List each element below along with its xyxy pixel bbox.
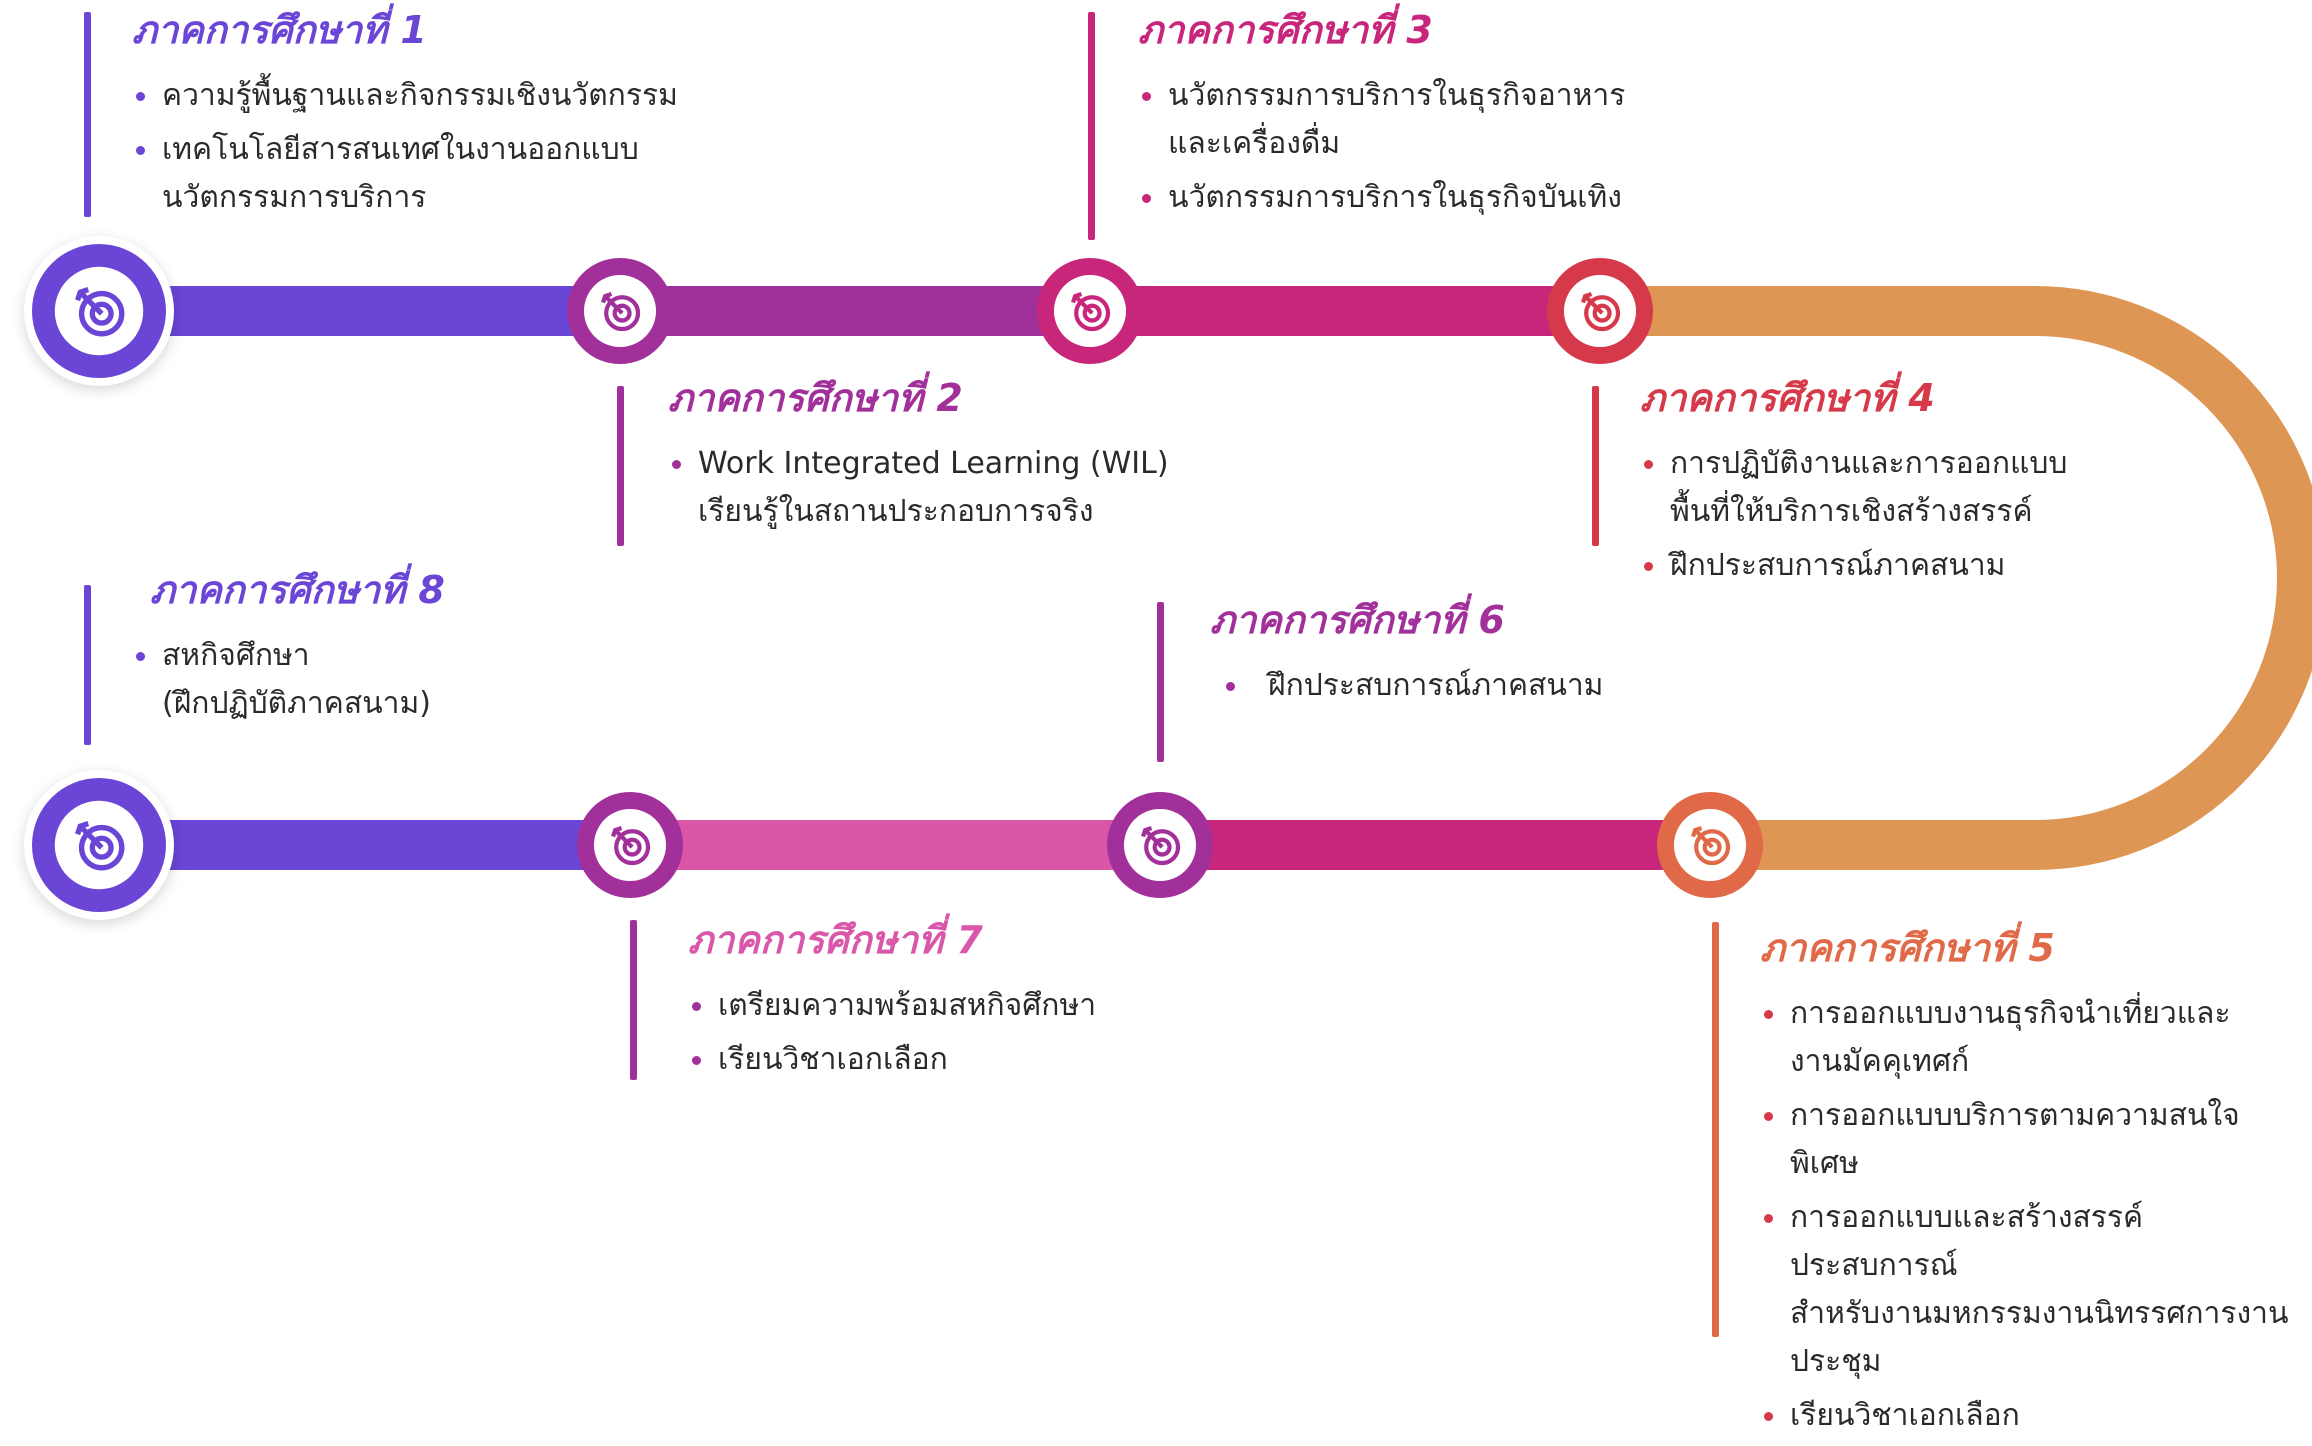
semester-6-list: ฝึกประสบการณ์ภาคสนาม bbox=[1210, 662, 1750, 710]
bullet-dot bbox=[136, 91, 145, 101]
list-item: Work Integrated Learning (WIL) เรียนรู้ใ… bbox=[668, 440, 1228, 536]
road-segment-3 bbox=[1090, 286, 1600, 336]
semester-3-block: ภาคการศึกษาที่ 3 นวัตกรรมการบริการในธุรก… bbox=[1138, 8, 1698, 228]
bullet-dot bbox=[1764, 1411, 1773, 1421]
bullet-dot bbox=[692, 1055, 701, 1065]
semester-1-list: ความรู้พื้นฐานและกิจกรรมเชิงนวัตกรรม เทค… bbox=[132, 72, 732, 222]
connector-line-4 bbox=[1592, 386, 1599, 546]
bullet-dot bbox=[1142, 193, 1151, 203]
road-segment-5 bbox=[1160, 820, 1710, 870]
semester-6-title: ภาคการศึกษาที่ 6 bbox=[1210, 598, 1505, 642]
road-segment-7 bbox=[100, 820, 630, 870]
semester-8-list: สหกิจศึกษา (ฝึกปฏิบัติภาคสนาม) bbox=[132, 632, 690, 728]
bullet-dot bbox=[692, 1001, 701, 1011]
list-item: สหกิจศึกษา (ฝึกปฏิบัติภาคสนาม) bbox=[132, 632, 690, 728]
milestone-node-7 bbox=[577, 792, 683, 898]
list-item: ฝึกประสบการณ์ภาคสนาม bbox=[1210, 662, 1750, 710]
bullet-dot bbox=[1142, 91, 1151, 101]
semester-8-block: ภาคการศึกษาที่ 8 สหกิจศึกษา (ฝึกปฏิบัติภ… bbox=[136, 568, 690, 734]
semester-2-title: ภาคการศึกษาที่ 2 bbox=[668, 376, 963, 420]
bullet-dot bbox=[1644, 459, 1653, 469]
connector-line-8 bbox=[84, 585, 91, 745]
connector-line-2 bbox=[617, 386, 624, 546]
semester-7-title: ภาคการศึกษาที่ 7 bbox=[688, 918, 983, 962]
road-segment-1 bbox=[100, 286, 620, 336]
semester-3-list: นวัตกรรมการบริการในธุรกิจอาหาร และเครื่อ… bbox=[1138, 72, 1698, 222]
semester-4-title: ภาคการศึกษาที่ 4 bbox=[1640, 376, 1935, 420]
semester-1-block: ภาคการศึกษาที่ 1 ความรู้พื้นฐานและกิจกรร… bbox=[132, 8, 732, 228]
semester-6-block: ภาคการศึกษาที่ 6 ฝึกประสบการณ์ภาคสนาม bbox=[1210, 598, 1750, 716]
target-arrow-icon bbox=[32, 778, 166, 912]
milestone-node-3 bbox=[1037, 258, 1143, 364]
bullet-dot bbox=[672, 459, 681, 469]
bullet-dot bbox=[136, 651, 145, 661]
road-curve bbox=[1600, 286, 2312, 870]
semester-5-list: การออกแบบงานธุรกิจนำเที่ยวและ งานมัคคุเท… bbox=[1760, 990, 2305, 1440]
start-node-top bbox=[24, 236, 174, 386]
list-item: การออกแบบและสร้างสรรค์ประสบการณ์ สำหรับง… bbox=[1760, 1194, 2305, 1386]
list-item: เตรียมความพร้อมสหกิจศึกษา bbox=[688, 982, 1228, 1030]
semester-5-title: ภาคการศึกษาที่ 5 bbox=[1760, 926, 2055, 970]
bullet-dot bbox=[1644, 561, 1653, 571]
semester-4-list: การปฏิบัติงานและการออกแบบ พื้นที่ให้บริก… bbox=[1640, 440, 2180, 590]
semester-7-block: ภาคการศึกษาที่ 7 เตรียมความพร้อมสหกิจศึก… bbox=[688, 918, 1228, 1090]
semester-7-list: เตรียมความพร้อมสหกิจศึกษา เรียนวิชาเอกเล… bbox=[688, 982, 1228, 1084]
bullet-dot bbox=[1764, 1009, 1773, 1019]
semester-1-title: ภาคการศึกษาที่ 1 bbox=[132, 8, 427, 52]
list-item: การปฏิบัติงานและการออกแบบ พื้นที่ให้บริก… bbox=[1640, 440, 2180, 536]
milestone-node-5 bbox=[1657, 792, 1763, 898]
connector-line-3 bbox=[1088, 12, 1095, 240]
bullet-dot bbox=[1764, 1213, 1773, 1223]
semester-2-block: ภาคการศึกษาที่ 2 Work Integrated Learnin… bbox=[668, 376, 1228, 542]
list-item: การออกแบบบริการตามความสนใจพิเศษ bbox=[1760, 1092, 2305, 1188]
connector-line-1 bbox=[84, 12, 91, 217]
list-item: การออกแบบงานธุรกิจนำเที่ยวและ งานมัคคุเท… bbox=[1760, 990, 2305, 1086]
list-item: เรียนวิชาเอกเลือก bbox=[1760, 1392, 2305, 1440]
target-arrow-icon bbox=[32, 244, 166, 378]
semester-2-list: Work Integrated Learning (WIL) เรียนรู้ใ… bbox=[668, 440, 1228, 536]
semester-3-title: ภาคการศึกษาที่ 3 bbox=[1138, 8, 1433, 52]
list-item: เทคโนโลยีสารสนเทศในงานออกแบบ นวัตกรรมการ… bbox=[132, 126, 732, 222]
semester-5-block: ภาคการศึกษาที่ 5 การออกแบบงานธุรกิจนำเที… bbox=[1760, 926, 2305, 1446]
road-segment-2 bbox=[620, 286, 1090, 336]
bullet-dot bbox=[136, 145, 145, 155]
milestone-node-6 bbox=[1107, 792, 1213, 898]
semester-4-block: ภาคการศึกษาที่ 4 การปฏิบัติงานและการออกแ… bbox=[1640, 376, 2180, 596]
connector-line-6 bbox=[1157, 602, 1164, 762]
connector-line-5 bbox=[1712, 922, 1719, 1337]
bullet-dot bbox=[1764, 1111, 1773, 1121]
start-node-bottom bbox=[24, 770, 174, 920]
connector-line-7 bbox=[630, 920, 637, 1080]
list-item: เรียนวิชาเอกเลือก bbox=[688, 1036, 1228, 1084]
milestone-node-2 bbox=[567, 258, 673, 364]
list-item: ฝึกประสบการณ์ภาคสนาม bbox=[1640, 542, 2180, 590]
milestone-node-4 bbox=[1547, 258, 1653, 364]
semester-8-title: ภาคการศึกษาที่ 8 bbox=[150, 568, 445, 612]
list-item: นวัตกรรมการบริการในธุรกิจบันเทิง bbox=[1138, 174, 1698, 222]
timeline-road bbox=[100, 286, 2312, 870]
bullet-dot bbox=[1226, 681, 1235, 691]
road-segment-6 bbox=[630, 820, 1160, 870]
list-item: นวัตกรรมการบริการในธุรกิจอาหาร และเครื่อ… bbox=[1138, 72, 1698, 168]
list-item: ความรู้พื้นฐานและกิจกรรมเชิงนวัตกรรม bbox=[132, 72, 732, 120]
